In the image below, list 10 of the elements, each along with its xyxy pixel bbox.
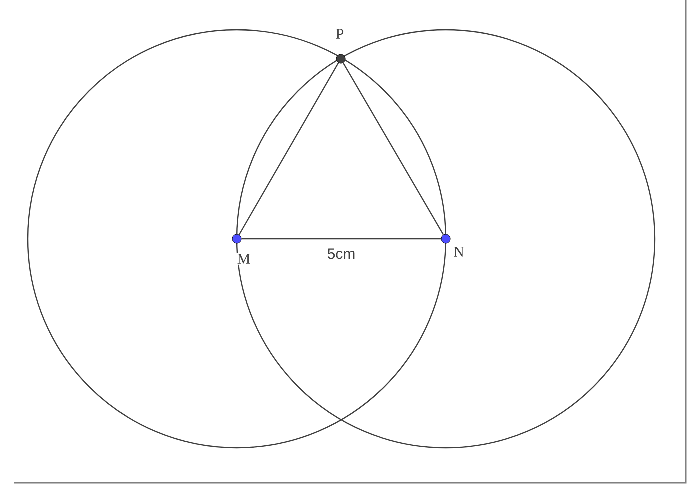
point — [336, 54, 346, 64]
point-label: N — [452, 246, 466, 258]
line-segment — [238, 62, 340, 236]
point — [232, 234, 242, 244]
line-segment — [242, 238, 442, 240]
point-label: M — [236, 253, 252, 265]
point-label: P — [334, 28, 346, 40]
length-label: 5cm — [326, 248, 357, 260]
point — [441, 234, 451, 244]
line-segment — [342, 62, 444, 236]
